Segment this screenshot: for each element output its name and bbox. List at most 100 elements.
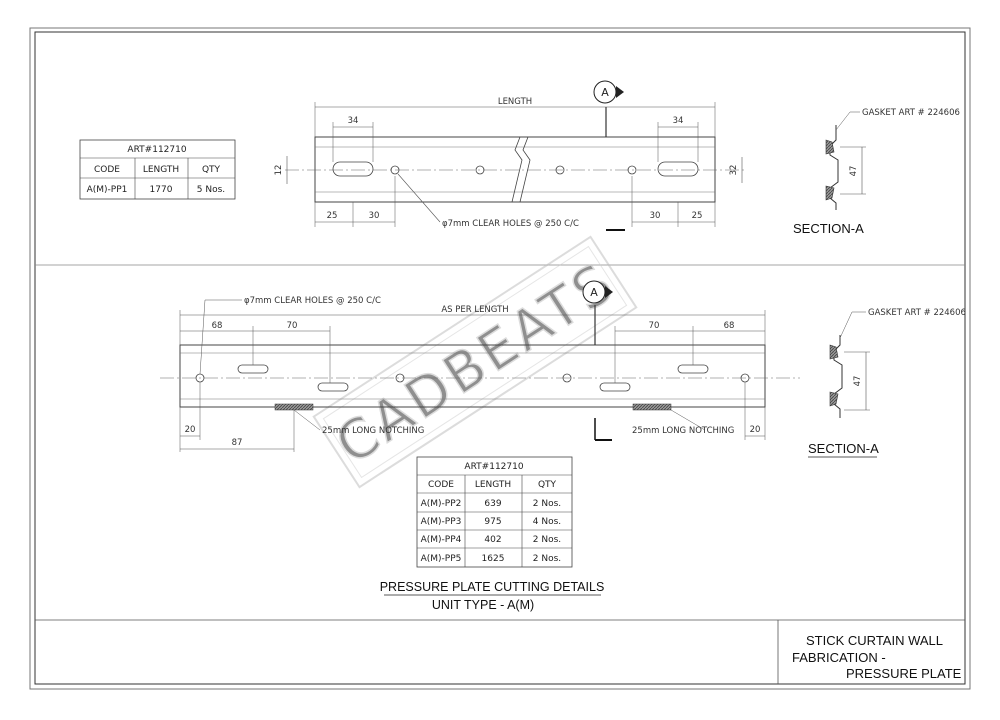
dim-87: 87 [232,438,243,448]
dim-12: 12 [274,165,284,176]
table2-title: ART#112710 [464,462,523,472]
outer-border [29,27,971,690]
holes-note-bottom: φ7mm CLEAR HOLES @ 250 C/C [244,296,381,306]
section-arrow [605,286,613,298]
caption-subtitle: UNIT TYPE - A(M) [432,598,534,612]
leader [670,409,706,431]
hole [562,373,572,383]
table2-cell: 4 Nos. [533,517,561,527]
table1-title: ART#112710 [127,145,186,155]
table-bottom: ART#112710 CODE LENGTH QTY A(M)-PP2 639 … [416,456,573,568]
dim-30-right: 30 [650,211,661,221]
section-top-dim: 47 [849,166,859,177]
dim-20-left: 20 [185,425,196,435]
notch-note-right: 25mm LONG NOTCHING [632,426,734,436]
title-line-1: STICK CURTAIN WALL [806,633,943,648]
gasket [829,391,839,407]
hole [395,373,405,383]
table2-cell: A(M)-PP3 [421,517,462,527]
inner-border [34,31,966,685]
table2-cell: 2 Nos. [533,535,561,545]
dim-20-right: 20 [750,425,761,435]
table2-header-length: LENGTH [475,480,511,490]
break-line [511,136,523,203]
dim-70-left: 70 [287,321,298,331]
table-top: ART#112710 CODE LENGTH QTY A(M)-PP1 1770… [79,139,236,200]
dim-68-left: 68 [212,321,223,331]
title-line-2: FABRICATION - [792,650,886,665]
table2-cell: 2 Nos. [533,554,561,564]
hole [390,165,400,175]
slot [657,161,699,177]
table2-header-qty: QTY [538,480,557,490]
table2-cell: 639 [484,499,501,509]
slot [599,382,631,392]
table2-cell: 402 [484,535,501,545]
dim-length: LENGTH [498,97,532,107]
dim-68-right: 68 [724,321,735,331]
break-line [519,136,531,203]
dim-25-left: 25 [327,211,338,221]
leader [835,111,851,131]
slot [317,382,349,392]
gasket-note-bottom: GASKET ART # 224606 [868,308,966,318]
hole [555,165,565,175]
table2-cell: A(M)-PP5 [421,554,462,564]
table1-cell: 1770 [150,185,173,195]
leader [293,409,321,431]
notch [274,403,314,411]
section-top-label: SECTION-A [793,221,864,236]
dim-30-left: 30 [369,211,380,221]
dim-25-right: 25 [692,211,703,221]
section-profile [829,125,839,210]
table1-header-qty: QTY [202,165,221,175]
gasket [829,344,839,360]
dim-70-right: 70 [649,321,660,331]
gasket [825,185,835,201]
slot [237,364,269,374]
table1-header-code: CODE [94,165,120,175]
hole [627,165,637,175]
section-bottom-dim: 47 [853,376,863,387]
slot [332,161,374,177]
section-top: GASKET ART # 224606 47 SECTION-A [793,108,960,236]
hole [475,165,485,175]
leader [397,173,441,223]
table2-cell: A(M)-PP2 [421,499,462,509]
leader [199,299,206,375]
caption-title: PRESSURE PLATE CUTTING DETAILS [380,580,605,594]
title-line-3: PRESSURE PLATE [846,666,962,681]
gasket-note-top: GASKET ART # 224606 [862,108,960,118]
table1-cell: 5 Nos. [197,185,225,195]
table2-cell: 1625 [482,554,505,564]
watermark-text: CADBEATS [325,250,627,477]
table2-cell: 2 Nos. [533,499,561,509]
bottom-plate-outline [179,344,766,408]
dim-34-right: 34 [673,116,684,126]
table2-cell: 975 [484,517,501,527]
dim-32: 32 [729,165,739,176]
gasket [825,139,835,155]
section-arrow [616,86,624,98]
holes-note-top: φ7mm CLEAR HOLES @ 250 C/C [442,219,579,229]
table2-cell: A(M)-PP4 [421,535,462,545]
table1-cell: A(M)-PP1 [87,185,128,195]
section-marker-label: A [590,286,598,299]
table1-header-length: LENGTH [143,165,179,175]
section-bottom: GASKET ART # 224606 47 SECTION-A [808,308,966,458]
section-marker-label: A [601,86,609,99]
dim-as-per-length: AS PER LENGTH [441,305,508,315]
top-plate-view: LENGTH 34 34 25 30 30 25 12 32 φ7mm CLEA… [274,80,745,231]
top-plate-outline [314,136,716,203]
section-profile [833,335,843,418]
table2-header-code: CODE [428,480,454,490]
section-bottom-label: SECTION-A [808,441,879,456]
notch [632,403,672,411]
slot [677,364,709,374]
dim-34-left: 34 [348,116,359,126]
watermark: CADBEATS [312,235,638,489]
leader [839,311,853,339]
bottom-plate-view: AS PER LENGTH 68 70 70 68 20 87 20 φ7mm … [160,280,800,452]
notch-note-left: 25mm LONG NOTCHING [322,426,424,436]
